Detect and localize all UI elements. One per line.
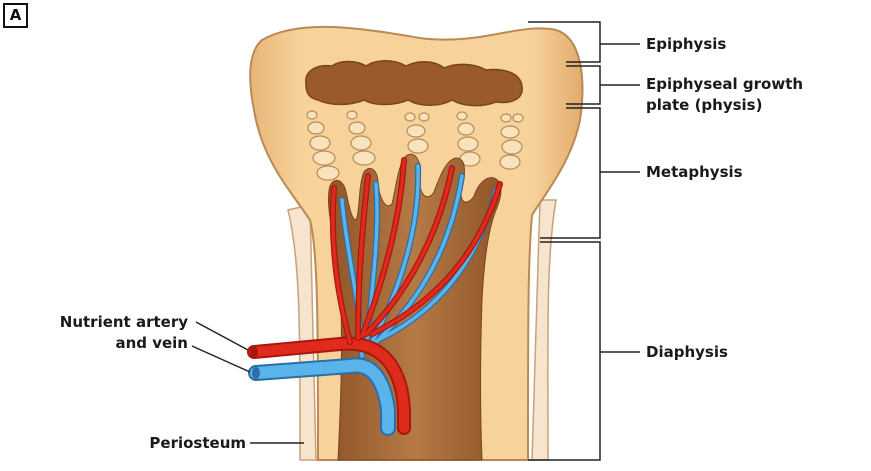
- label-growth-plate-line2: plate (physis): [646, 96, 762, 115]
- leader-artery: [196, 322, 248, 350]
- label-epiphysis: Epiphysis: [646, 35, 726, 54]
- label-metaphysis: Metaphysis: [646, 163, 743, 182]
- label-nutrient-artery: Nutrient artery: [60, 313, 188, 332]
- leader-vein: [192, 346, 250, 372]
- label-growth-plate-line1: Epiphyseal growth: [646, 75, 803, 94]
- label-nutrient-vein: and vein: [115, 334, 188, 353]
- panel-letter: A: [3, 3, 28, 28]
- label-diaphysis: Diaphysis: [646, 343, 728, 362]
- label-periosteum: Periosteum: [149, 434, 246, 453]
